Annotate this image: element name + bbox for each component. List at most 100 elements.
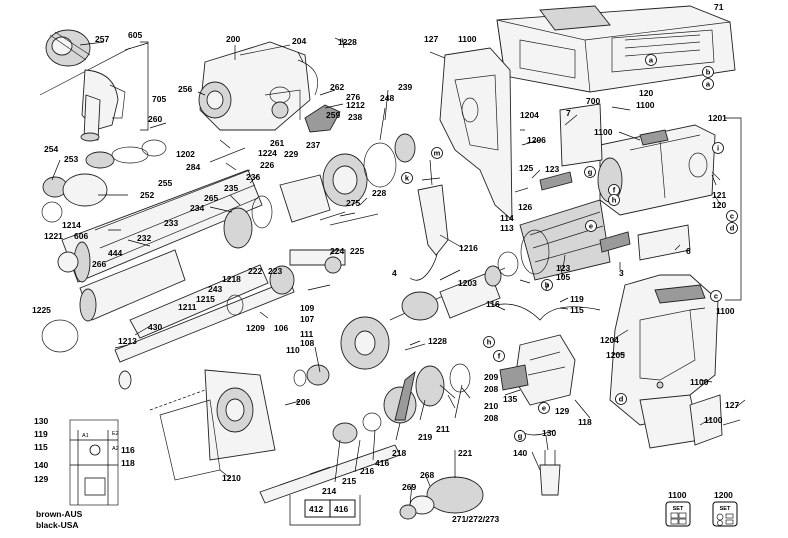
wire-marker-letter: i: [717, 144, 719, 153]
label-206: 206: [296, 397, 310, 407]
set-badge-1200: SET: [712, 501, 738, 527]
wire-marker-letter: f: [498, 352, 501, 361]
label-214: 214: [322, 486, 336, 496]
motor-housing: [597, 124, 716, 216]
label-705: 705: [152, 94, 166, 104]
wire-marker-letter: h: [612, 196, 617, 205]
wire-marker-letter: d: [730, 224, 735, 233]
label-set-1100: 1100: [668, 490, 687, 500]
label-284: 284: [186, 162, 200, 172]
label-232: 232: [137, 233, 151, 243]
label-1224: 1224: [258, 148, 277, 158]
wire-marker-letter: h: [487, 338, 492, 347]
label-276: 276: [346, 92, 360, 102]
label-243: 243: [208, 284, 222, 294]
label-209: 209: [484, 372, 498, 382]
gear-case: [204, 369, 276, 461]
wire-marker-letter: g: [588, 168, 593, 177]
wire-marker-letter: c: [730, 212, 734, 221]
label-233: 233: [164, 218, 178, 228]
label-1228b: 1228: [428, 336, 447, 346]
label-234: 234: [190, 203, 204, 213]
label-200: 200: [226, 34, 240, 44]
label-204: 204: [292, 36, 306, 46]
label-416b: 416: [334, 504, 348, 514]
brush-holders: [539, 103, 691, 261]
label-7: 7: [566, 108, 571, 118]
label-256: 256: [178, 84, 192, 94]
wire-marker-circle: [541, 279, 553, 291]
label-116b: 116: [121, 445, 135, 455]
wire-color-black: black-USA: [36, 520, 79, 530]
svg-text:SET: SET: [720, 506, 731, 512]
terminal-e2: E2: [112, 431, 119, 437]
label-219: 219: [418, 432, 432, 442]
label-1215: 1215: [196, 294, 215, 304]
side-handle: [39, 47, 131, 142]
label-229: 229: [284, 149, 298, 159]
label-236: 236: [246, 172, 260, 182]
label-262: 262: [330, 82, 344, 92]
wire-marker-letter: f: [613, 186, 616, 195]
chuck-assembly: [45, 29, 91, 67]
label-119b: 119: [34, 429, 48, 439]
wire-marker-circle: [726, 210, 738, 222]
kit-bracket-705: [140, 41, 149, 131]
wire-marker-circle: [615, 393, 627, 405]
label-208b: 208: [484, 413, 498, 423]
label-1212: 1212: [346, 100, 365, 110]
label-1209: 1209: [246, 323, 265, 333]
label-416: 416: [375, 458, 389, 468]
label-1205: 1205: [606, 350, 625, 360]
label-106: 106: [274, 323, 288, 333]
spindle-assembly: [61, 169, 295, 390]
label-223: 223: [268, 266, 282, 276]
wire-marker-circle: [726, 222, 738, 234]
label-130b: 130: [34, 416, 48, 426]
label-1100f: 1100: [704, 415, 723, 425]
label-265: 265: [204, 193, 218, 203]
label-1216: 1216: [459, 243, 478, 253]
label-412: 412: [309, 504, 323, 514]
wire-marker-circle: [538, 402, 550, 414]
wiring-schematic: [69, 419, 119, 506]
label-444: 444: [108, 248, 122, 258]
field-assembly: [519, 199, 611, 281]
switch-assembly: [494, 303, 601, 436]
label-130: 130: [542, 428, 556, 438]
label-123: 123: [545, 164, 559, 174]
wire-color-brown: brown-AUS: [36, 509, 83, 519]
label-1100d: 1100: [716, 306, 735, 316]
label-1214: 1214: [62, 220, 81, 230]
label-253: 253: [64, 154, 78, 164]
label-224: 224: [330, 246, 344, 256]
label-1100: 1100: [458, 34, 477, 44]
label-135: 135: [503, 394, 517, 404]
wire-marker-letter: k: [405, 174, 410, 183]
label-120b: 120: [712, 200, 726, 210]
label-3: 3: [619, 268, 624, 278]
wire-marker-circle: [493, 350, 505, 362]
label-260: 260: [148, 114, 162, 124]
wire-marker-circle: [712, 142, 724, 154]
label-257: 257: [95, 34, 109, 44]
rear-handle: [609, 274, 723, 449]
screws: [209, 37, 741, 426]
label-268: 268: [420, 470, 434, 480]
label-119: 119: [570, 294, 584, 304]
label-1213: 1213: [118, 336, 137, 346]
label-129b: 129: [34, 474, 48, 484]
label-120: 120: [639, 88, 653, 98]
leader-lines: [51, 37, 746, 506]
label-252: 252: [140, 190, 154, 200]
label-140b: 140: [34, 460, 48, 470]
label-1204b: 1204: [600, 335, 619, 345]
label-125: 125: [519, 163, 533, 173]
label-430: 430: [148, 322, 162, 332]
label-700: 700: [586, 96, 600, 106]
bearing-plate: [293, 316, 390, 387]
label-126: 126: [518, 202, 532, 212]
svg-text:SET: SET: [673, 506, 684, 512]
